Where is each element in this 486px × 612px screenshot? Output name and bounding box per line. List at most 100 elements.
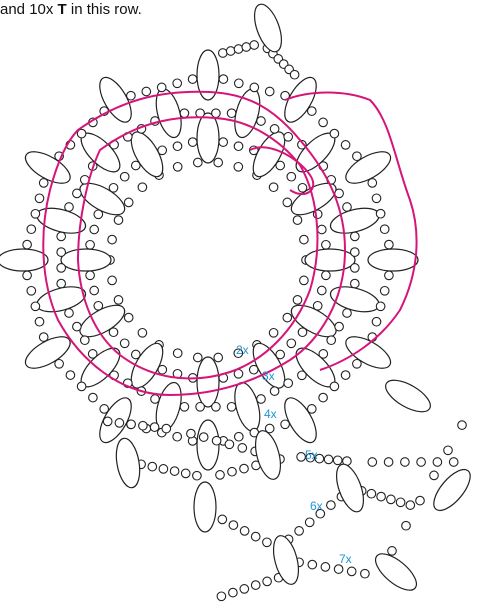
seed-bead xyxy=(367,178,378,188)
seed-bead xyxy=(283,131,294,142)
seed-bead xyxy=(72,188,82,199)
seed-bead xyxy=(241,42,252,52)
seed-bead xyxy=(249,40,260,50)
seed-bead xyxy=(226,401,237,412)
seed-bead xyxy=(89,224,100,235)
beads-layer xyxy=(0,3,471,602)
seed-bead xyxy=(76,128,87,139)
seed-bead xyxy=(87,349,98,359)
seed-bead xyxy=(457,420,467,430)
seed-bead xyxy=(26,285,37,296)
seed-bead xyxy=(99,404,110,414)
instruction-caption: and 10x T in this row. xyxy=(0,0,142,19)
drop-bead xyxy=(99,76,132,123)
seed-bead xyxy=(297,182,308,193)
seed-bead xyxy=(318,117,328,128)
seed-bead xyxy=(275,160,286,171)
seed-bead xyxy=(211,435,222,446)
seed-bead xyxy=(297,370,307,381)
seed-bead xyxy=(329,381,340,392)
seed-bead xyxy=(126,419,136,430)
seed-bead xyxy=(56,263,67,273)
drop-bead xyxy=(253,3,283,53)
seed-bead xyxy=(239,526,250,536)
seed-bead xyxy=(34,193,45,204)
seed-bead xyxy=(416,457,426,467)
seed-bead xyxy=(306,404,317,414)
seed-bead xyxy=(352,358,362,369)
seed-bead xyxy=(107,234,117,245)
seed-bead xyxy=(123,312,134,323)
seed-bead xyxy=(297,327,308,338)
row-labels: 2x 3x 4x 5x 6x 7x xyxy=(236,343,352,566)
seed-bead xyxy=(268,182,279,193)
seed-bead xyxy=(283,378,294,389)
seed-bead xyxy=(215,470,225,480)
seed-bead xyxy=(340,140,351,150)
seed-bead xyxy=(179,108,190,119)
seed-bead xyxy=(371,193,382,204)
row-label-7x: 7x xyxy=(339,552,352,566)
seed-bead xyxy=(233,44,244,54)
seed-bead xyxy=(415,495,425,506)
seed-bead xyxy=(228,587,238,598)
drop-bead xyxy=(345,151,392,184)
seed-bead xyxy=(299,275,309,286)
seed-bead xyxy=(179,401,190,412)
seed-bead xyxy=(371,316,382,327)
caption-suffix: in this row. xyxy=(66,1,142,18)
seed-bead xyxy=(228,520,239,530)
drop-bead xyxy=(385,379,431,413)
row-label-4x: 4x xyxy=(264,407,277,421)
seed-bead xyxy=(405,500,416,510)
seed-bead xyxy=(126,90,136,101)
seed-bead xyxy=(195,401,205,412)
seed-bead xyxy=(268,327,279,338)
seed-bead xyxy=(76,381,87,392)
caption-prefix: and 10x xyxy=(0,1,58,18)
seed-bead xyxy=(56,231,67,242)
seed-bead xyxy=(305,452,316,463)
seed-bead xyxy=(161,423,172,434)
seed-bead xyxy=(264,86,275,97)
seed-bead xyxy=(213,352,224,363)
seed-bead xyxy=(264,423,275,434)
seed-bead xyxy=(292,215,303,225)
seed-bead xyxy=(239,584,250,594)
seed-bead xyxy=(79,335,90,346)
drop-bead xyxy=(284,76,317,123)
seed-bead xyxy=(262,576,272,587)
seed-bead xyxy=(56,278,67,289)
seed-bead xyxy=(138,420,148,431)
seed-bead xyxy=(119,338,130,349)
seed-bead xyxy=(130,160,141,171)
seed-bead xyxy=(30,301,41,312)
drop-bead xyxy=(254,430,282,480)
row-label-2x: 2x xyxy=(236,343,249,357)
seed-bead xyxy=(395,497,406,508)
seed-bead xyxy=(172,348,183,359)
drop-bead xyxy=(367,248,419,272)
seed-bead xyxy=(334,321,344,332)
drop-bead xyxy=(115,437,141,489)
seed-bead xyxy=(156,82,167,93)
seed-bead xyxy=(375,301,386,312)
seed-bead xyxy=(297,139,307,150)
seed-bead xyxy=(296,452,306,462)
seed-bead xyxy=(233,141,244,152)
seed-bead xyxy=(107,275,117,286)
seed-bead xyxy=(119,171,130,182)
seed-bead xyxy=(26,224,37,235)
seed-bead xyxy=(375,208,386,219)
seed-bead xyxy=(367,457,378,467)
seed-bead xyxy=(192,470,202,481)
drop-bead xyxy=(0,248,49,272)
drop-bead xyxy=(24,336,71,369)
seed-bead xyxy=(386,494,396,505)
seed-bead xyxy=(249,82,260,93)
seed-bead xyxy=(137,182,148,193)
drop-bead xyxy=(79,182,126,216)
seed-bead xyxy=(360,568,370,579)
seed-bead xyxy=(172,161,183,172)
